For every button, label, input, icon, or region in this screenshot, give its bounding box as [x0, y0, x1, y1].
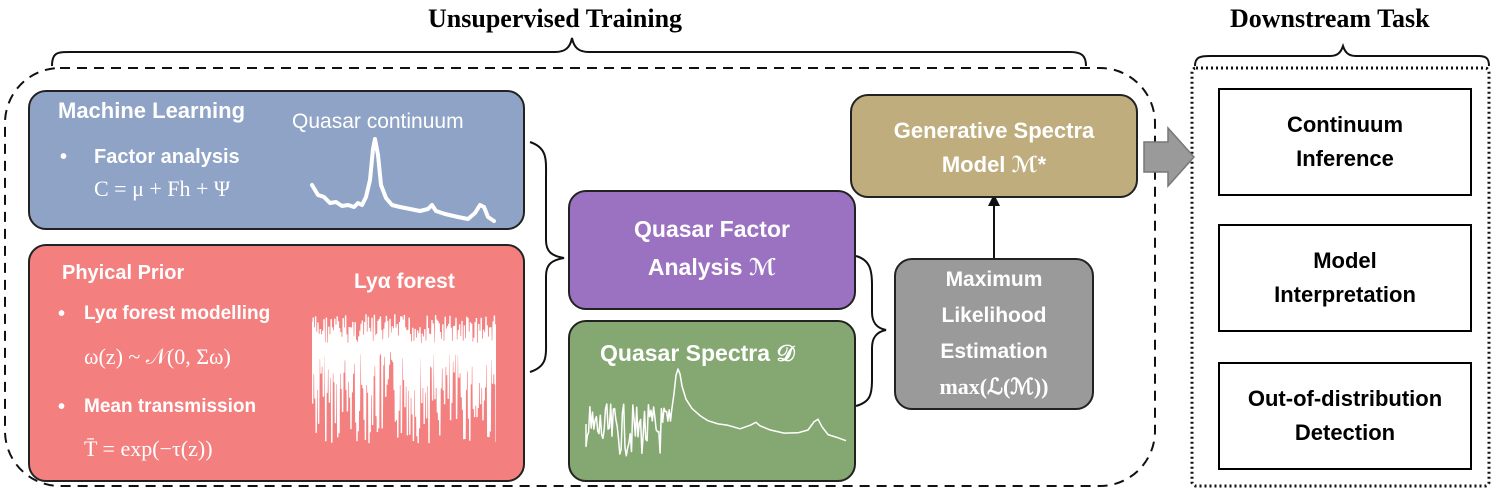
model-interpretation-line2: Interpretation — [1274, 282, 1416, 307]
lya-forest-plot — [312, 314, 496, 444]
generative-model-box — [850, 94, 1138, 198]
model-interpretation-box: Model Interpretation — [1218, 224, 1472, 332]
quasar-spectra-box — [568, 320, 856, 482]
continuum-inference-line1: Continuum — [1286, 112, 1404, 137]
factor-analysis-bullet: • — [60, 146, 68, 168]
lya-modelling-label: Lyα forest modelling — [84, 303, 271, 324]
factor-analysis-line2: Analysis ℳ — [647, 254, 777, 280]
mle-line1: Maximum — [945, 268, 1043, 291]
generative-line1: Generative Spectra — [893, 118, 1095, 143]
continuum-inference-line2: Inference — [1296, 146, 1394, 171]
ood-detection-line2: Detection — [1294, 420, 1396, 445]
quasar-continuum-plot — [310, 137, 496, 223]
downstream-task-header: Downstream Task — [1230, 4, 1430, 33]
quasar-spectra-plot — [585, 368, 847, 457]
downstream-frame — [1190, 66, 1491, 488]
factor-analysis-equation: C = μ + Fh + Ψ — [94, 176, 231, 201]
mle-line4: max(ℒ(ℳ)) — [939, 374, 1049, 399]
machine-learning-box — [28, 90, 525, 230]
mle-line2: Likelihood — [941, 304, 1047, 327]
factor-analysis-label: Factor analysis — [94, 146, 240, 168]
left-brace — [529, 141, 565, 373]
lya-bullet: • — [58, 303, 66, 325]
lya-forest-label: Lyα forest — [354, 270, 455, 293]
mle-line3: Estimation — [940, 340, 1048, 363]
training-frame — [4, 67, 1156, 487]
model-interpretation-line1: Model — [1313, 248, 1377, 273]
right-brace — [855, 255, 887, 407]
ood-detection-line1: Out-of-distribution — [1247, 386, 1443, 411]
physical-prior-title: Phyical Prior — [62, 262, 185, 284]
mean-transmission-bullet: • — [58, 396, 66, 418]
quasar-spectra-label: Quasar Spectra 𝒟 — [600, 340, 795, 366]
lya-equation: ω(z) ~ 𝒩(0, Σω) — [84, 344, 231, 369]
ood-detection-box: Out-of-distribution Detection — [1218, 362, 1472, 470]
mean-transmission-equation: T̄ = exp(−τ(z)) — [84, 436, 213, 461]
quasar-spectrum-trace — [585, 368, 847, 457]
arrow-head — [988, 194, 1000, 206]
downstream-brace — [1194, 42, 1490, 67]
generative-line2: Model ℳ* — [941, 152, 1047, 177]
training-brace — [51, 37, 1087, 67]
machine-learning-title: Machine Learning — [58, 98, 246, 123]
unsupervised-training-header: Unsupervised Training — [428, 4, 683, 33]
factor-analysis-line1: Quasar Factor — [634, 216, 790, 242]
downstream-arrow — [1143, 126, 1196, 188]
mle-box — [894, 258, 1094, 410]
quasar-continuum-label: Quasar continuum — [292, 110, 464, 133]
mean-transmission-label: Mean transmission — [84, 396, 257, 417]
factor-analysis-box — [568, 190, 856, 310]
continuum-inference-box: Continuum Inference — [1218, 88, 1472, 196]
lya-forest-trace — [312, 314, 496, 444]
